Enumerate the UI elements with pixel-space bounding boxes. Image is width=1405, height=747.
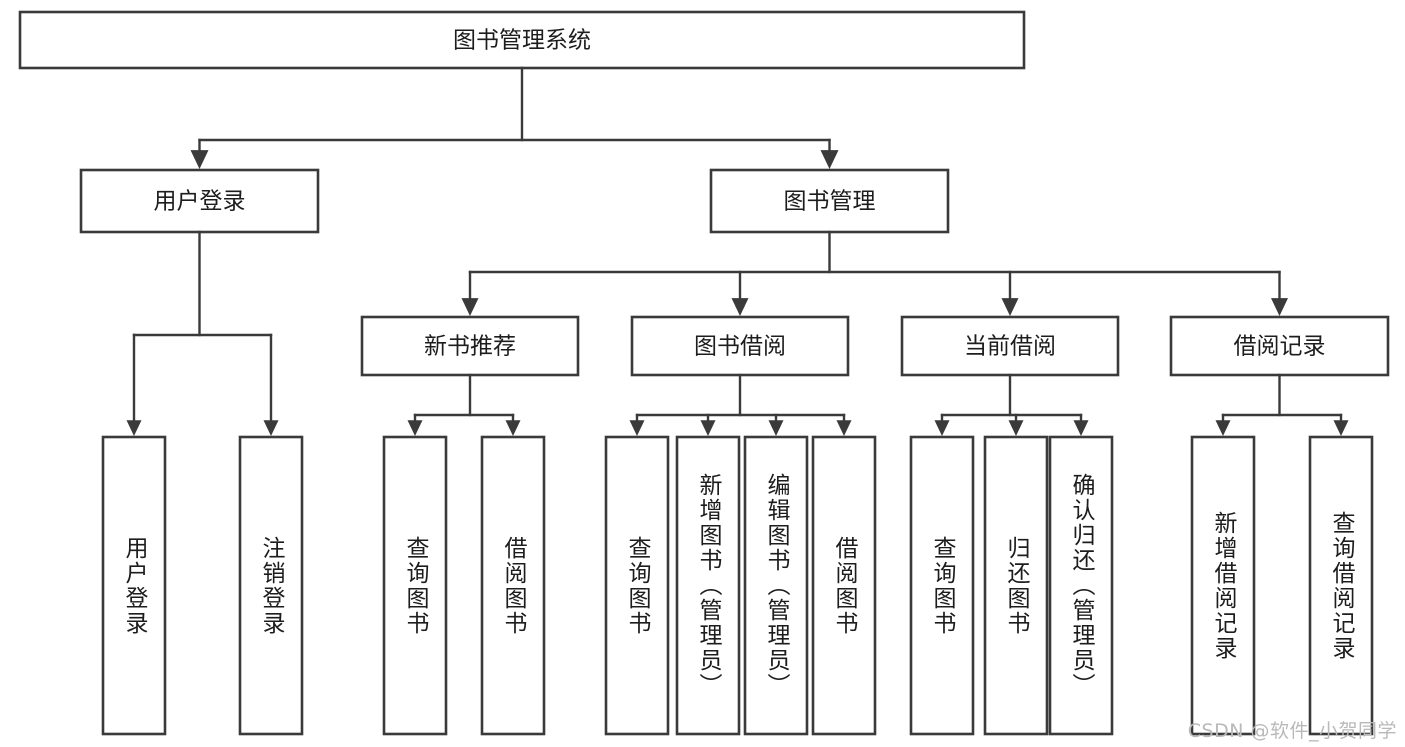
arrowhead-bm-3 [1271, 298, 1288, 316]
arrowhead-bm-1 [731, 298, 749, 316]
node-root[interactable]: 图书管理系统 [18, 10, 1026, 70]
arrowhead-n-user-login-0 [126, 420, 142, 436]
node-n-current-borrow-label: 当前借阅 [964, 334, 1056, 360]
arrowhead-n-book-borrow-2 [768, 420, 784, 436]
arrowhead-n-current-borrow-1 [1008, 420, 1024, 436]
arrowhead-n-book-borrow-3 [836, 420, 852, 436]
node-leaf-add-book-admin[interactable] [675, 435, 741, 736]
arrowhead-bm-2 [1001, 298, 1019, 316]
node-leaf-rec-borrow-book[interactable] [480, 435, 546, 736]
node-leaf-user-logout[interactable] [238, 435, 304, 736]
node-leaf-borrow-query-book[interactable] [604, 435, 670, 736]
node-n-borrow-record-label: 借阅记录 [1234, 334, 1326, 360]
node-leaf-query-borrow-record[interactable] [1308, 435, 1374, 736]
arrowhead-n-new-book-rec-1 [505, 420, 521, 436]
arrowhead-n-current-borrow-2 [1073, 420, 1089, 436]
node-n-book-manage-label: 图书管理 [784, 189, 876, 215]
node-leaf-confirm-return-admin[interactable] [1048, 435, 1114, 736]
arrowhead-n-book-borrow-1 [700, 420, 716, 436]
node-leaf-cur-query-book[interactable] [909, 435, 975, 736]
node-n-current-borrow[interactable]: 当前借阅 [900, 315, 1120, 377]
arrowhead-n-book-borrow-0 [629, 420, 645, 436]
node-leaf-borrow-book[interactable] [811, 435, 877, 736]
node-leaf-return-book[interactable] [983, 435, 1049, 736]
arrowhead-bm-0 [461, 298, 479, 316]
node-leaf-rec-query-book[interactable] [382, 435, 448, 736]
node-root-label: 图书管理系统 [453, 28, 591, 54]
node-n-user-login-label: 用户登录 [154, 189, 246, 215]
node-n-book-borrow-label: 图书借阅 [694, 334, 786, 360]
node-n-new-book-rec[interactable]: 新书推荐 [360, 315, 580, 377]
node-leaf-user-login[interactable] [101, 435, 167, 736]
node-n-new-book-rec-label: 新书推荐 [424, 334, 516, 360]
arrowhead-n-borrow-record-0 [1215, 420, 1231, 436]
node-leaf-edit-book-admin[interactable] [743, 435, 809, 736]
node-n-borrow-record[interactable]: 借阅记录 [1169, 315, 1390, 377]
arrowhead-root-0 [190, 150, 209, 169]
arrowhead-n-current-borrow-0 [934, 420, 950, 436]
watermark-text: CSDN @软件_小贺同学 [1187, 720, 1397, 742]
arrowhead-n-new-book-rec-0 [407, 420, 423, 436]
arrowhead-n-borrow-record-1 [1333, 420, 1349, 436]
node-n-book-manage[interactable]: 图书管理 [709, 168, 950, 234]
node-n-book-borrow[interactable]: 图书借阅 [630, 315, 850, 377]
node-leaf-add-borrow-record[interactable] [1190, 435, 1256, 736]
arrowhead-root-1 [820, 150, 839, 169]
arrowhead-n-user-login-1 [263, 420, 279, 436]
node-n-user-login[interactable]: 用户登录 [79, 168, 320, 234]
